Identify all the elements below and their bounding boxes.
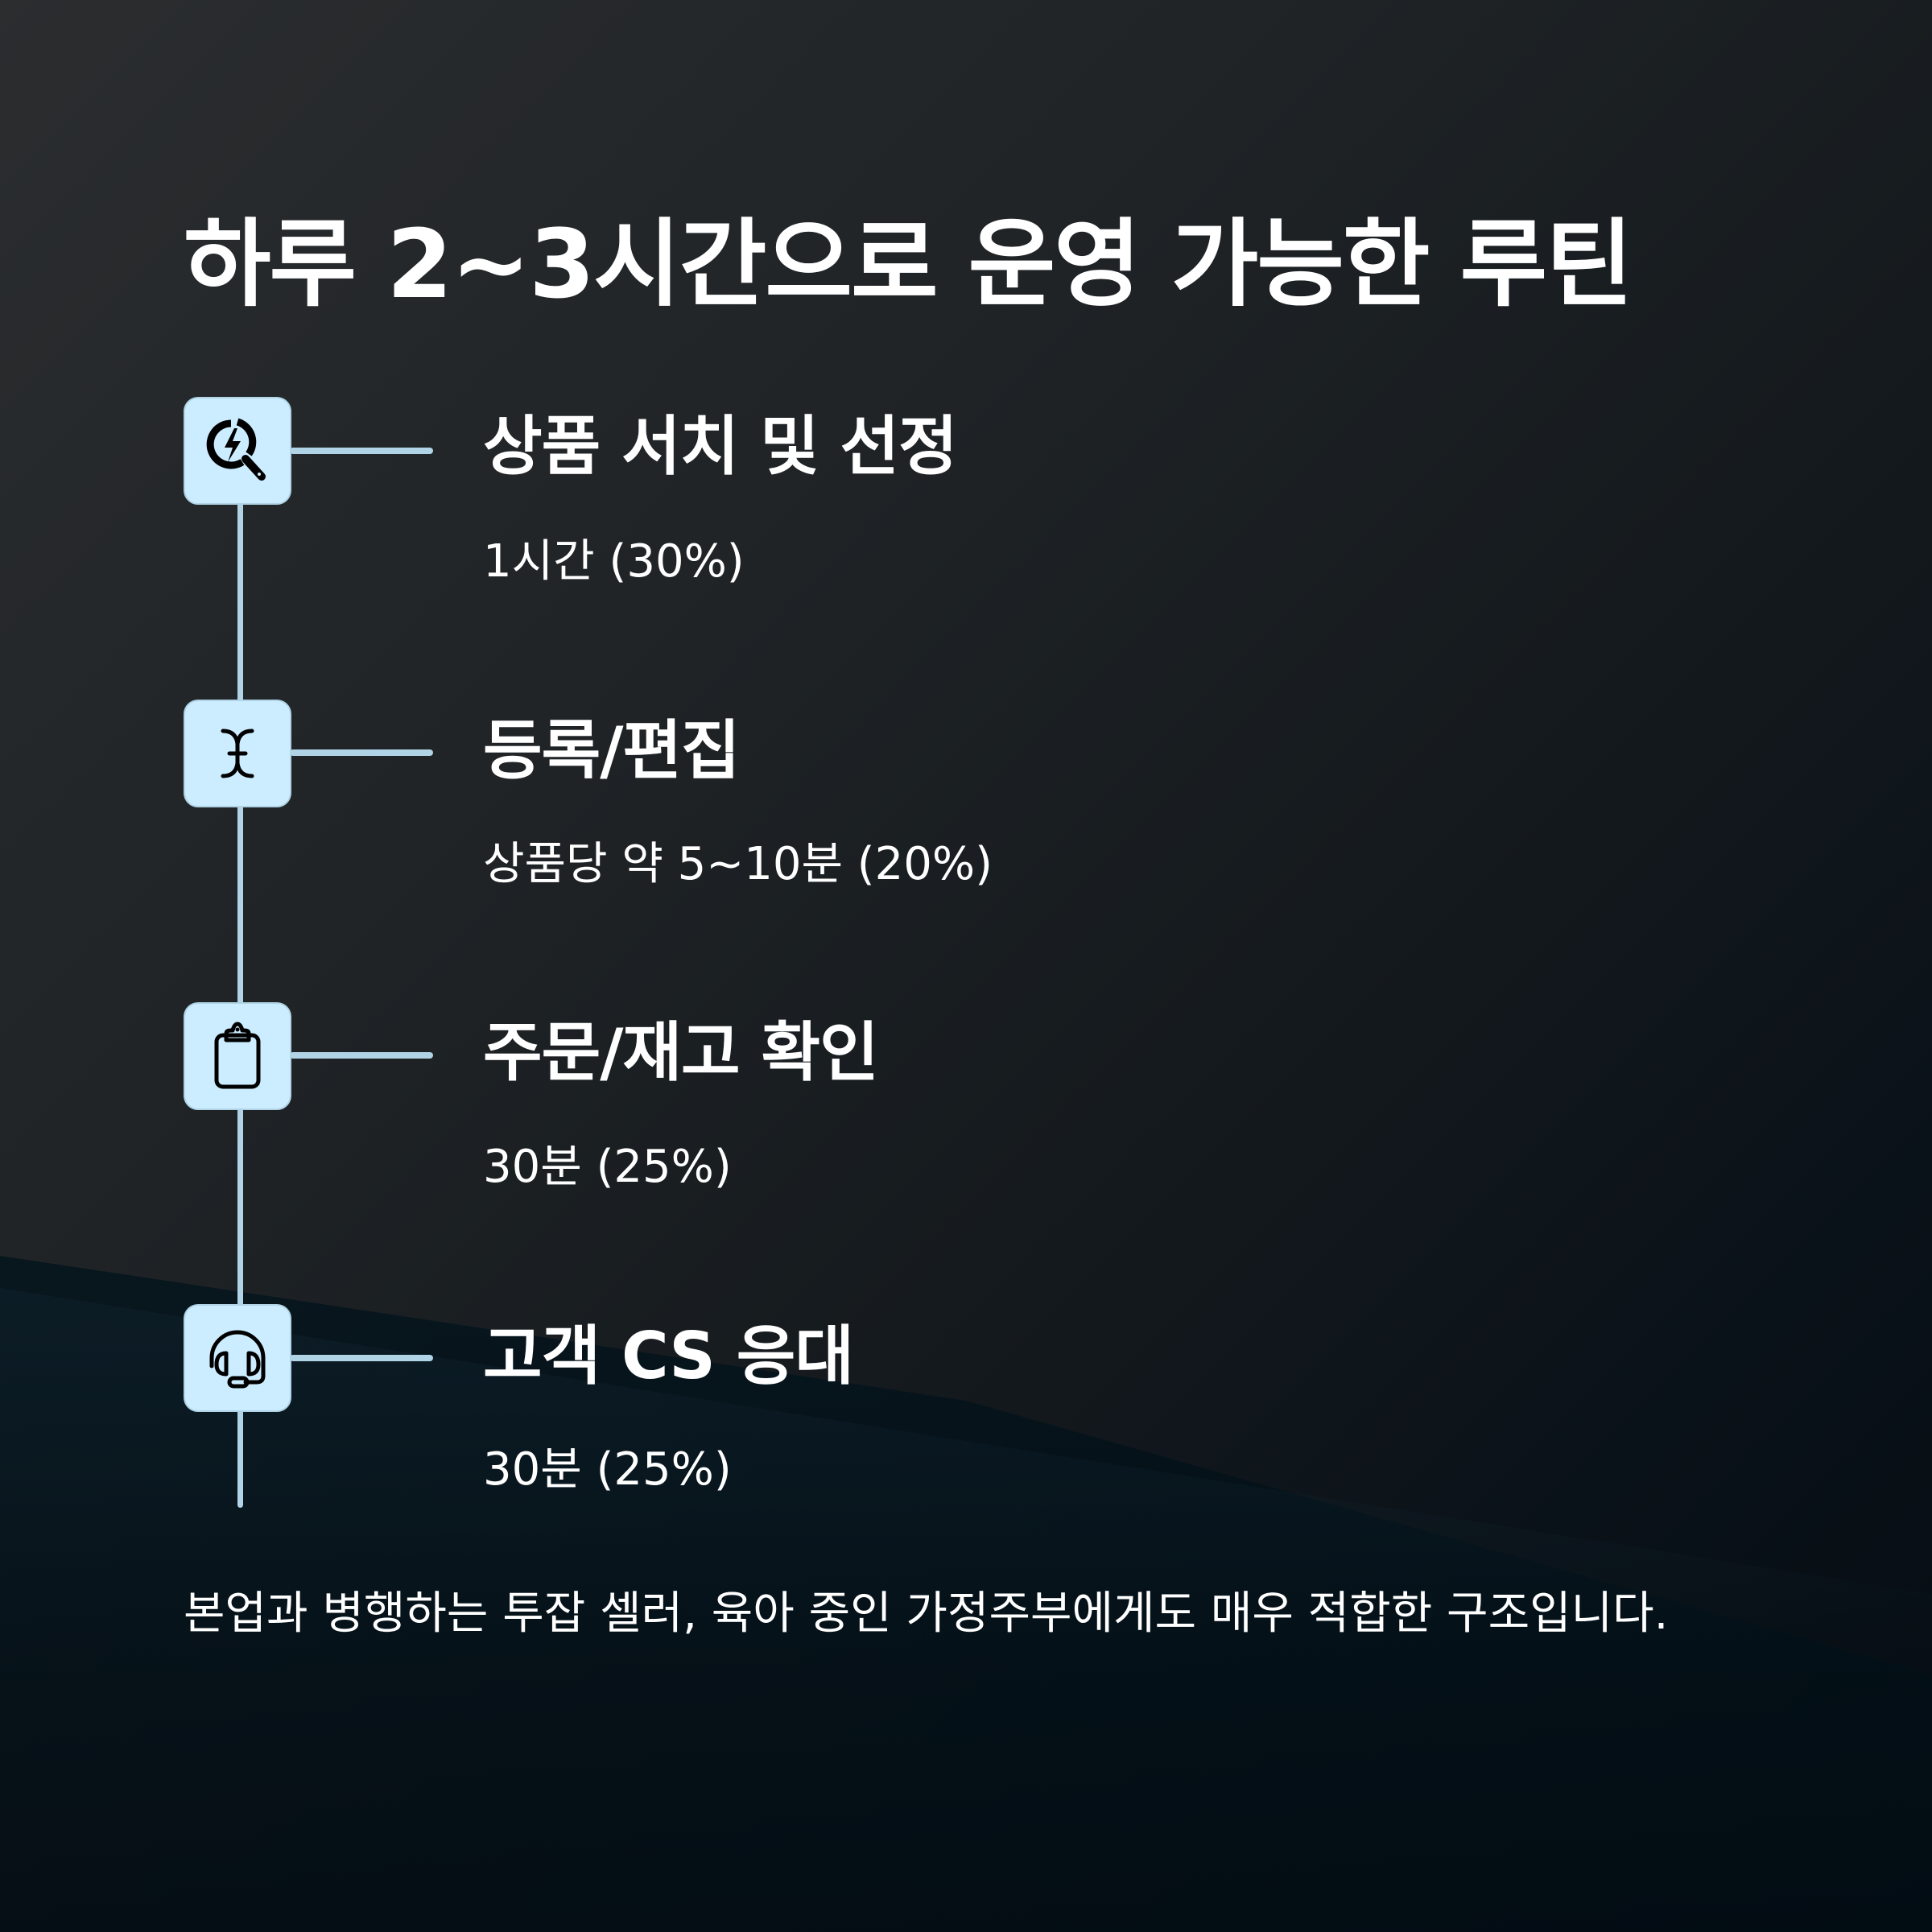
timeline-connector — [290, 1052, 433, 1059]
headset-icon — [184, 1304, 291, 1412]
step-detail: 30분 (25%) — [483, 1141, 732, 1193]
text-cursor-icon — [184, 700, 291, 807]
footer-description: 본업과 병행하는 투잡 셀러, 육아 중인 가정주부에게도 매우 적합한 구조입… — [184, 1587, 1669, 1640]
step-title: 등록/편집 — [483, 713, 741, 788]
step-detail: 상품당 약 5~10분 (20%) — [483, 838, 993, 890]
step-title: 고객 CS 응대 — [483, 1319, 854, 1393]
step-title: 주문/재고 확인 — [483, 1015, 879, 1090]
step-detail: 1시간 (30%) — [483, 535, 745, 588]
text-cursor-icon-glyph — [221, 729, 254, 778]
headset-icon-glyph — [209, 1330, 266, 1389]
timeline-connector — [290, 1355, 433, 1361]
page-title: 하루 2~3시간으로 운영 가능한 루틴 — [184, 208, 1633, 320]
timeline-connector — [290, 448, 433, 454]
search-bolt-icon-glyph — [206, 418, 266, 481]
step-detail: 30분 (25%) — [483, 1443, 732, 1496]
clipboard-icon-glyph — [214, 1022, 261, 1089]
search-bolt-icon — [184, 397, 291, 505]
timeline-connector — [290, 749, 433, 756]
step-title: 상품 서치 및 선정 — [483, 409, 958, 484]
clipboard-icon — [184, 1002, 291, 1110]
